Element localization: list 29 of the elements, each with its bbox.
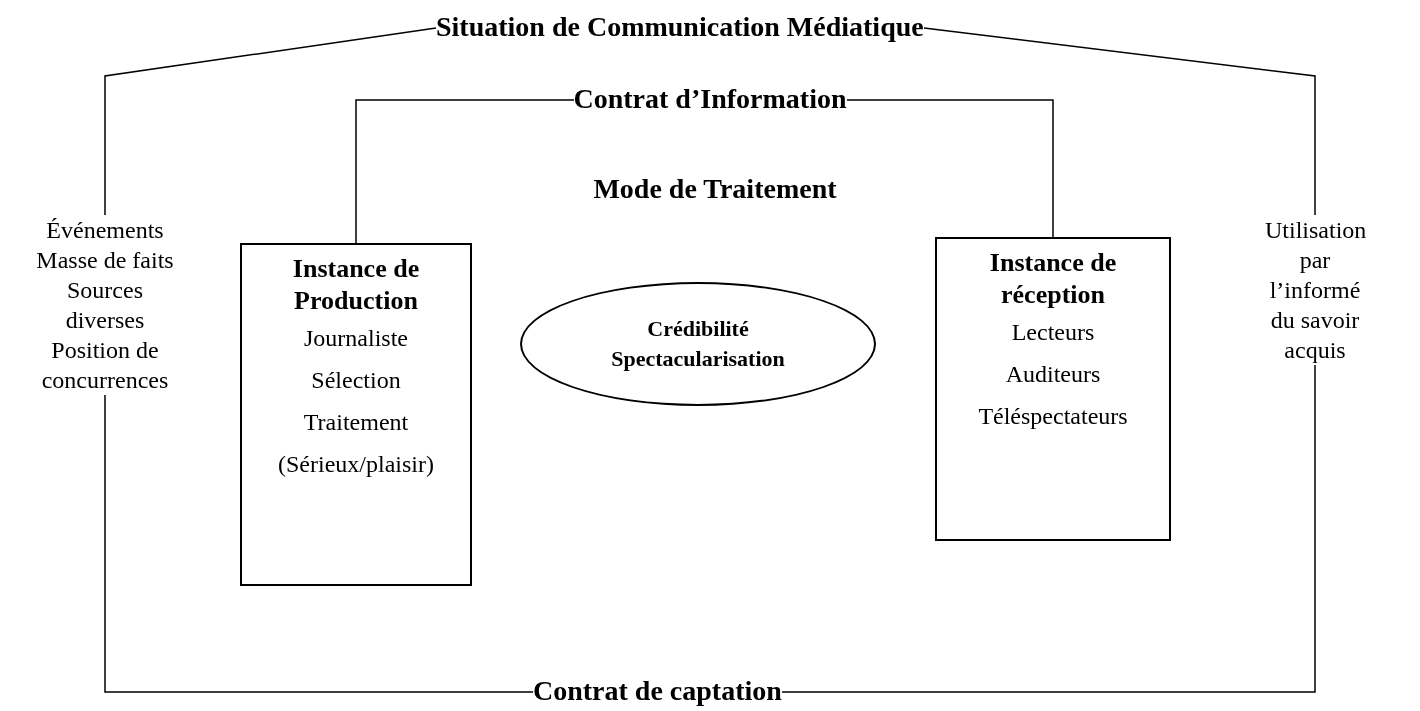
ellipse-text: Crédibilité [647,315,749,343]
box-item: Traitement [303,408,409,437]
box-item: (Sérieux/plaisir) [278,450,434,479]
list-item: Événements [46,216,164,245]
bracket-line [104,27,437,216]
box-item: Auditeurs [1005,360,1101,389]
box-item: Journaliste [304,324,408,353]
section-heading: Mode de Traitement [592,172,838,206]
instance-box [935,237,1171,541]
bracket-line [846,99,1054,238]
bracket-line [104,394,534,693]
list-item: Sources diverses [64,276,146,335]
box-item: Téléspectateurs [978,402,1128,431]
ellipse-shape [520,282,876,406]
box-title: Instance de réception [988,247,1118,311]
box-item: Lecteurs [1011,318,1095,347]
side-note: Utilisation par l’informé du savoir acquis [1265,215,1365,365]
box-item: Sélection [311,366,401,395]
list-item: Masse de faits [36,246,174,275]
box-title: Instance de Production [291,253,421,317]
ellipse-text: Spectacularisation [611,345,785,373]
section-heading: Contrat d’Information [573,82,847,118]
section-heading: Contrat de captation [533,674,782,710]
bracket-line [355,99,575,244]
list-item: Position de concurrences [40,336,170,395]
instance-box [240,243,472,586]
bracket-line [781,364,1316,693]
bracket-line [923,27,1316,216]
section-heading: Situation de Communication Médiatique [436,10,924,46]
